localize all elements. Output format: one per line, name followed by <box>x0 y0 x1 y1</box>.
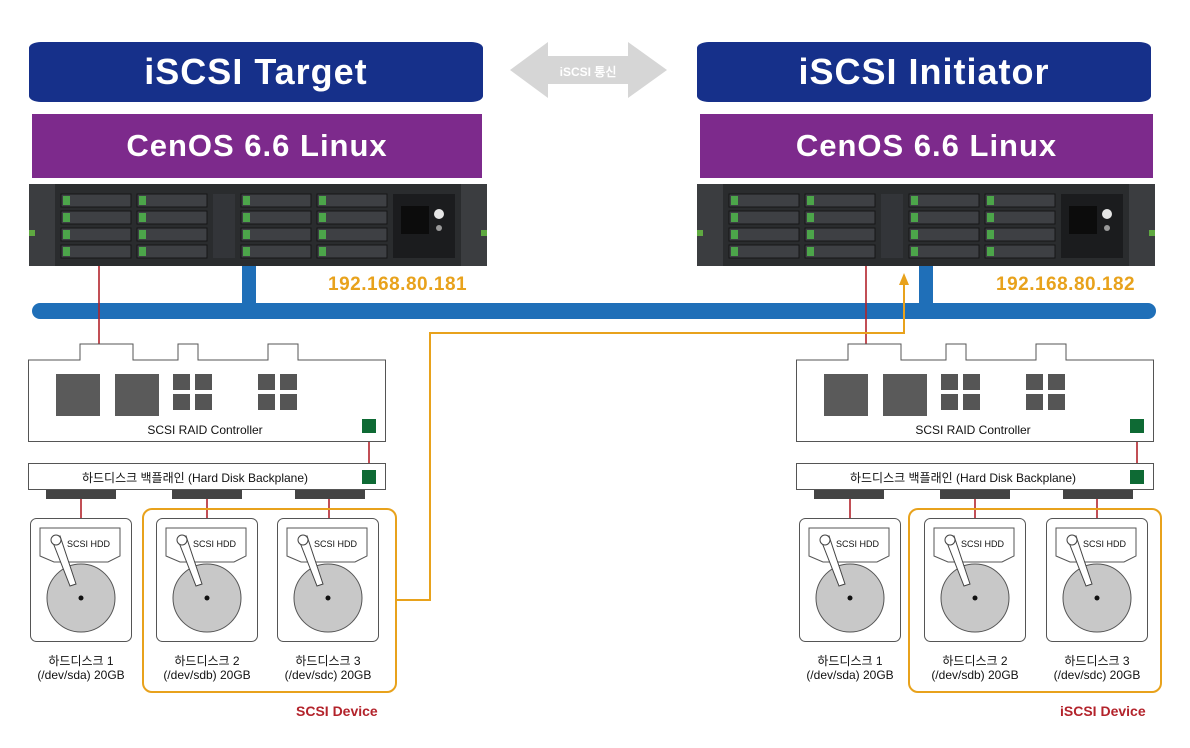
initiator-os-band: CenOS 6.6 Linux <box>700 114 1153 178</box>
initiator-controller-label: SCSI RAID Controller <box>915 423 1031 437</box>
disk-detail: (/dev/sdb) 20GB <box>163 668 251 682</box>
disk-name: 하드디스크 1 <box>817 654 883 668</box>
disk-detail: (/dev/sda) 20GB <box>806 668 894 682</box>
initiator-device-label: iSCSI Device <box>1060 703 1146 719</box>
target-disk-3: SCSI HDD <box>277 518 379 642</box>
iscsi-arrow-label: iSCSI 통신 <box>559 65 617 79</box>
initiator-disk-2: SCSI HDD <box>924 518 1026 642</box>
target-server <box>29 184 487 266</box>
hdd-label: SCSI HDD <box>1083 539 1127 549</box>
initiator-disk-2-label: 하드디스크 2 (/dev/sdb) 20GB <box>915 654 1035 682</box>
hdd-label: SCSI HDD <box>836 539 880 549</box>
target-uplink <box>242 262 256 306</box>
initiator-backplane <box>796 463 1154 499</box>
initiator-backplane-label: 하드디스크 백플래인 (Hard Disk Backplane) <box>849 471 1077 485</box>
target-disk-1: SCSI HDD <box>30 518 132 642</box>
initiator-uplink <box>919 262 933 306</box>
initiator-title-banner: iSCSI Initiator <box>697 42 1151 102</box>
iscsi-link <box>395 282 905 601</box>
hdd-label: SCSI HDD <box>67 539 111 549</box>
disk-name: 하드디스크 2 <box>174 654 240 668</box>
disk-name: 하드디스크 3 <box>295 654 361 668</box>
target-os-band: CenOS 6.6 Linux <box>32 114 482 178</box>
initiator-raid-controller <box>796 343 1154 442</box>
disk-name: 하드디스크 3 <box>1064 654 1130 668</box>
initiator-disk-3-label: 하드디스크 3 (/dev/sdc) 20GB <box>1037 654 1157 682</box>
initiator-disk-1-label: 하드디스크 1 (/dev/sda) 20GB <box>790 654 910 682</box>
hdd-label: SCSI HDD <box>961 539 1005 549</box>
target-disk-2-label: 하드디스크 2 (/dev/sdb) 20GB <box>147 654 267 682</box>
network-bus <box>32 303 1156 319</box>
hdd-label: SCSI HDD <box>314 539 358 549</box>
disk-detail: (/dev/sda) 20GB <box>37 668 125 682</box>
target-disk-3-label: 하드디스크 3 (/dev/sdc) 20GB <box>268 654 388 682</box>
disk-detail: (/dev/sdc) 20GB <box>1053 668 1141 682</box>
target-device-bracket <box>142 508 397 693</box>
target-controller-label: SCSI RAID Controller <box>147 423 263 437</box>
iscsi-double-arrow <box>510 42 667 98</box>
initiator-ip-address: 192.168.80.182 <box>996 274 1136 295</box>
initiator-device-bracket <box>908 508 1162 693</box>
initiator-disk-1: SCSI HDD <box>799 518 901 642</box>
target-disk-2: SCSI HDD <box>156 518 258 642</box>
initiator-server <box>697 184 1155 266</box>
target-backplane <box>28 463 386 499</box>
target-backplane-label: 하드디스크 백플래인 (Hard Disk Backplane) <box>81 471 309 485</box>
disk-name: 하드디스크 2 <box>942 654 1008 668</box>
target-device-label: SCSI Device <box>296 703 378 719</box>
target-ip-address: 192.168.80.181 <box>328 274 468 295</box>
target-title-banner: iSCSI Target <box>29 42 483 102</box>
disk-name: 하드디스크 1 <box>48 654 114 668</box>
disk-detail: (/dev/sdc) 20GB <box>284 668 372 682</box>
initiator-disk-3: SCSI HDD <box>1046 518 1148 642</box>
target-raid-controller <box>28 343 386 442</box>
disk-detail: (/dev/sdb) 20GB <box>931 668 1019 682</box>
target-disk-1-label: 하드디스크 1 (/dev/sda) 20GB <box>21 654 141 682</box>
hdd-label: SCSI HDD <box>193 539 237 549</box>
